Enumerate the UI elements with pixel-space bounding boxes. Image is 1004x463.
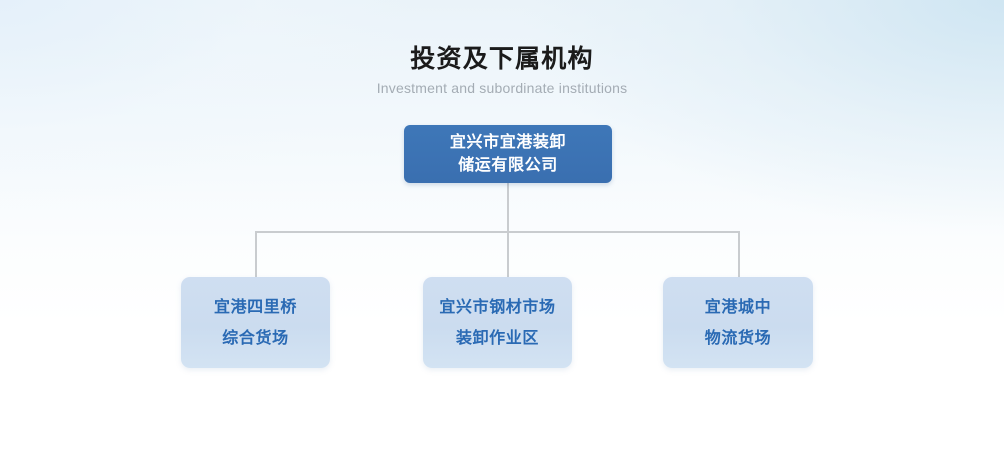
connector-drop-right <box>738 231 740 277</box>
heading-block: 投资及下属机构 Investment and subordinate insti… <box>0 44 1004 97</box>
connector-drop-middle <box>507 231 509 277</box>
connector-horizontal-bus <box>255 231 740 233</box>
org-node-root-line2: 储运有限公司 <box>458 157 558 174</box>
connector-drop-left <box>255 231 257 277</box>
org-node-child-2[interactable]: 宜兴市钢材市场 装卸作业区 <box>423 277 572 368</box>
org-node-child-1[interactable]: 宜港四里桥 综合货场 <box>181 277 330 368</box>
page-title: 投资及下属机构 <box>410 45 594 73</box>
org-node-child-3[interactable]: 宜港城中 物流货场 <box>663 277 813 368</box>
connector-trunk <box>507 182 509 233</box>
org-node-root[interactable]: 宜兴市宜港装卸 储运有限公司 <box>404 125 612 183</box>
org-node-child-2-line1: 宜兴市钢材市场 <box>439 298 556 316</box>
page-subtitle: Investment and subordinate institutions <box>376 80 628 96</box>
org-node-root-line1: 宜兴市宜港装卸 <box>449 134 567 151</box>
org-node-child-1-line1: 宜港四里桥 <box>213 298 297 316</box>
org-node-child-3-line1: 宜港城中 <box>704 298 772 316</box>
org-node-child-3-line2: 物流货场 <box>704 329 772 347</box>
org-node-child-2-line2: 装卸作业区 <box>455 329 539 347</box>
org-node-child-1-line2: 综合货场 <box>222 329 289 347</box>
